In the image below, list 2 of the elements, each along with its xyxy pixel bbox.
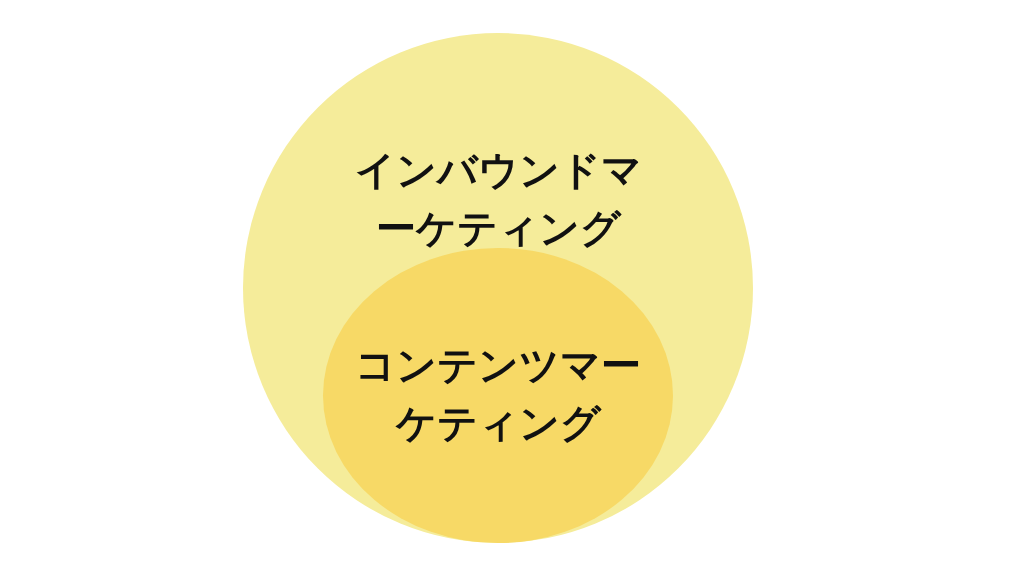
circle-label: インバウンドマーケティング: [353, 146, 643, 253]
circle-label: コンテンツマーケティング: [354, 341, 642, 448]
